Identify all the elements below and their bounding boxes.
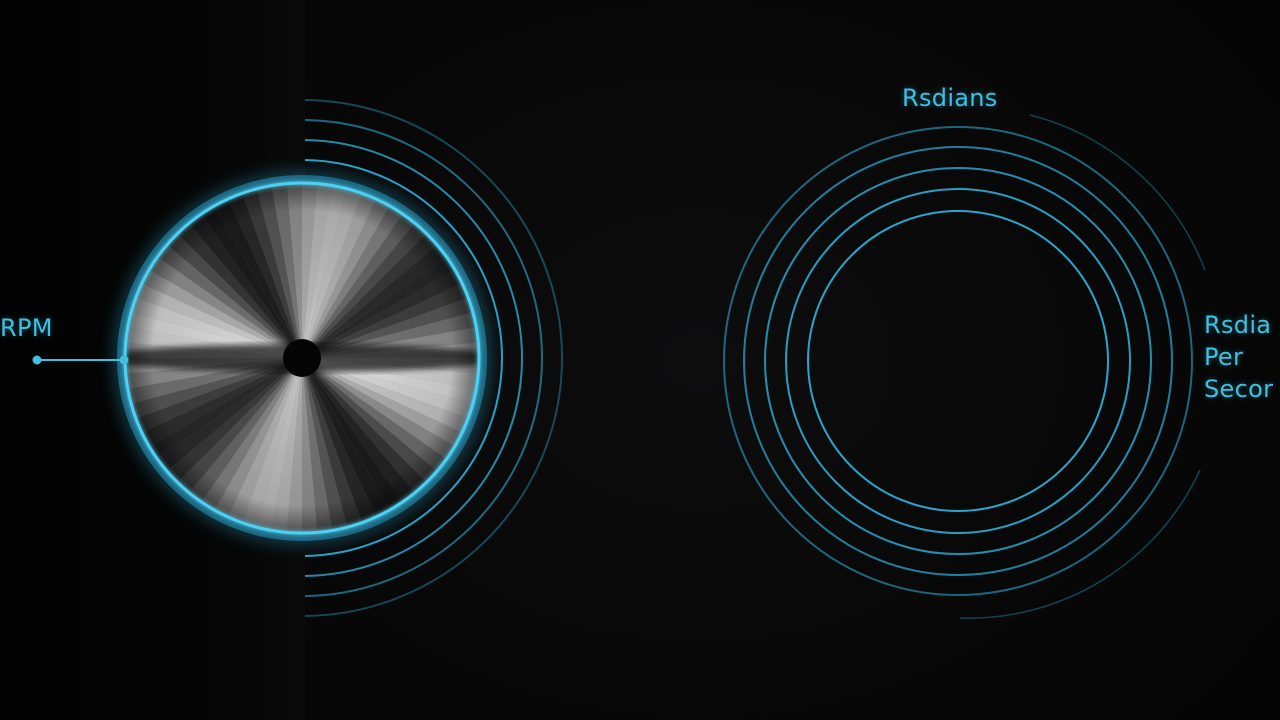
rps-label-line-2: Per: [1204, 343, 1244, 371]
radians-outer-arc-top: [1029, 114, 1206, 271]
radians-circle-1: [807, 210, 1109, 512]
radians-circles: [723, 126, 1193, 596]
radians-outer-arc-bottom: [959, 469, 1201, 619]
rpm-label: RPM: [0, 314, 53, 342]
radians-label: Rsdians: [902, 84, 998, 112]
radians-circle-5: [723, 126, 1193, 596]
motion-arc-4: [305, 99, 563, 617]
pointer-line-icon: [32, 355, 129, 365]
rps-label-line-1: Rsdia: [1204, 311, 1272, 339]
radians-circle-2: [785, 188, 1131, 534]
motion-arc-2: [305, 139, 523, 577]
hub-icon: [283, 339, 321, 377]
radians-circle-3: [764, 167, 1152, 555]
radians-outer-arcs: [959, 114, 1206, 619]
motion-arc-1: [305, 159, 503, 557]
radians-circle-4: [743, 146, 1173, 576]
rps-label-line-3: Secor: [1204, 375, 1274, 403]
motion-arcs: [305, 99, 563, 617]
radians-per-second-label: Rsdia Per Secor: [1204, 309, 1280, 405]
motion-arc-3: [305, 119, 543, 597]
